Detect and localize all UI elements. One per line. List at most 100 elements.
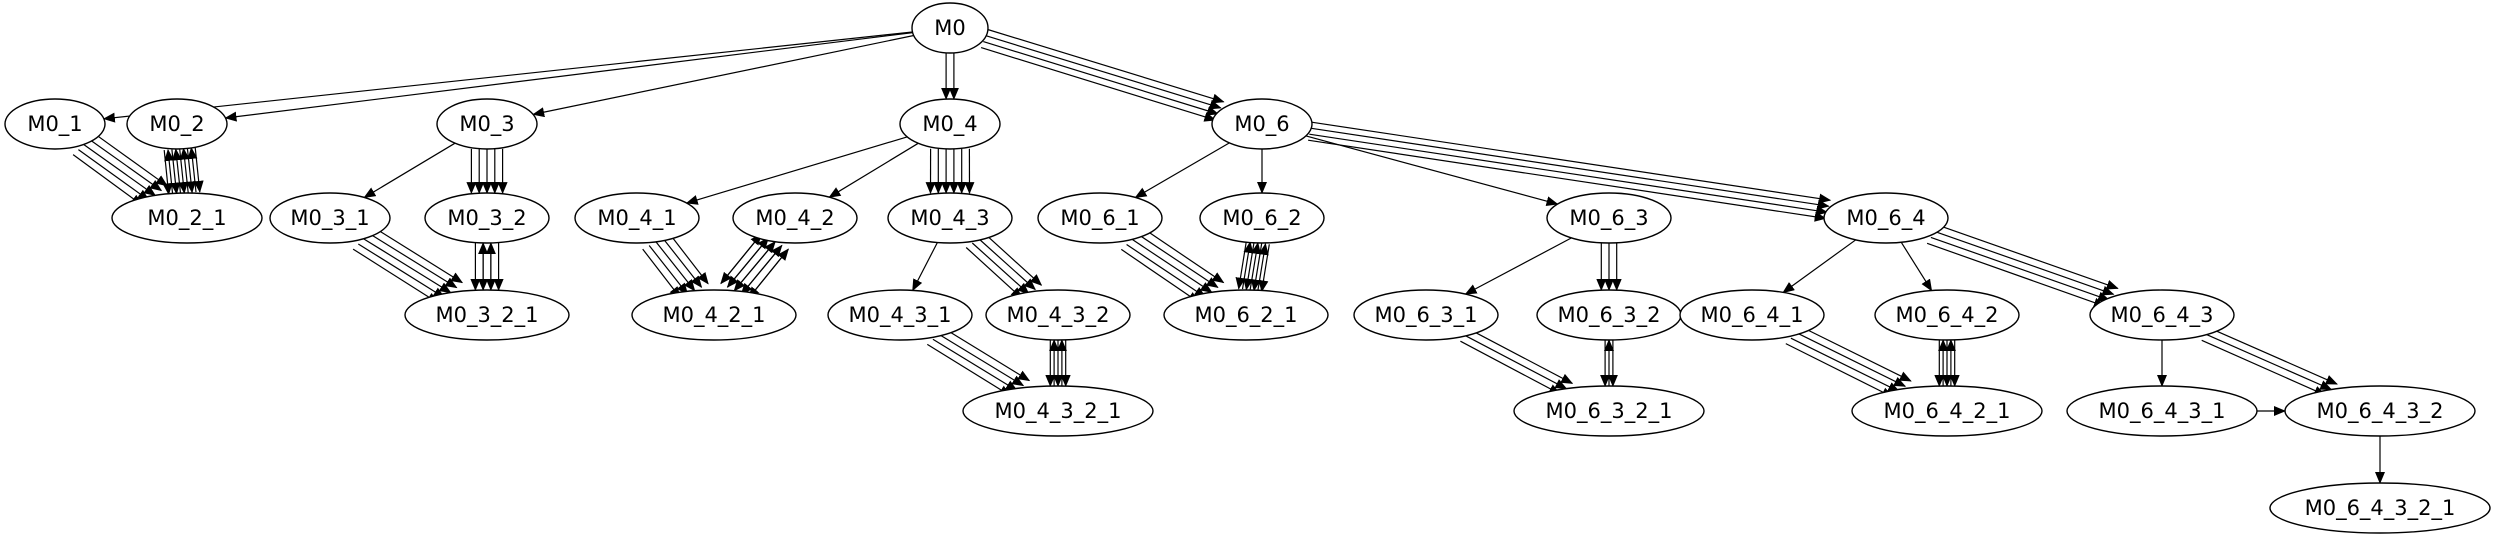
node-m0-6: M0_6 bbox=[1211, 98, 1313, 150]
edge-m0-6-to-m0-6-4 bbox=[1310, 127, 1830, 210]
node-label: M0_3_1 bbox=[290, 206, 369, 231]
edge-m0-4-3-to-m0-4-3-2 bbox=[978, 238, 1036, 291]
edge-m0-4-1-to-m0-4-2-1 bbox=[642, 248, 681, 299]
node-label: M0_6_4_3_2_1 bbox=[2305, 496, 2456, 521]
node-ellipse bbox=[424, 192, 550, 244]
edge-m0-4-1-to-m0-4-2-1 bbox=[669, 233, 709, 285]
edge-m0-6-4-1-to-m0-6-4-2-1 bbox=[1785, 343, 1894, 398]
node-label: M0_6_4_3_2 bbox=[2317, 399, 2444, 424]
node-ellipse bbox=[1163, 289, 1329, 341]
edge-m0-2-1-to-m0-2 bbox=[164, 148, 175, 194]
node-m0-6-1: M0_6_1 bbox=[1037, 192, 1163, 244]
edge-m0-2-1-to-m0-2 bbox=[187, 146, 198, 193]
node-m0-4-3-1: M0_4_3_1 bbox=[827, 289, 973, 341]
node-ellipse bbox=[2269, 482, 2491, 534]
node-m0-4-2: M0_4_2 bbox=[732, 192, 858, 244]
node-m0-4-3: M0_4_3 bbox=[887, 192, 1013, 244]
node-label: M0_4_1 bbox=[597, 206, 676, 231]
edge-m0-to-m0-1 bbox=[102, 31, 913, 123]
edge-m0-3-to-m0-3-1 bbox=[363, 142, 456, 199]
node-ellipse bbox=[269, 192, 391, 244]
edge-m0-6-to-m0-6-4 bbox=[1311, 121, 1832, 204]
node-m0-6-3-1: M0_6_3_1 bbox=[1353, 289, 1499, 341]
node-m0-3: M0_3 bbox=[436, 98, 538, 150]
node-m0-6-4-3-2-1: M0_6_4_3_2_1 bbox=[2269, 482, 2491, 534]
edge-m0-6-1-to-m0-6-2-1 bbox=[1131, 238, 1213, 293]
edge-m0-6-2-1-to-m0-6-2 bbox=[1249, 241, 1262, 291]
node-ellipse bbox=[111, 192, 263, 244]
node-m0-2: M0_2 bbox=[126, 98, 228, 150]
node-ellipse bbox=[899, 98, 1001, 150]
node-m0: M0 bbox=[911, 2, 989, 54]
edge-m0-3-1-to-m0-3-2-1 bbox=[352, 248, 439, 304]
node-label: M0_4_3_2_1 bbox=[995, 399, 1122, 424]
edge-m0-to-m0-6 bbox=[983, 41, 1220, 116]
node-ellipse bbox=[1211, 98, 1313, 150]
edge-m0-4-2-1-to-m0-4-2 bbox=[727, 237, 770, 288]
edge-m0-4-2-1-to-m0-4-2 bbox=[720, 233, 763, 284]
edge-m0-6-4-3-to-m0-6-4-3-2 bbox=[2201, 339, 2327, 396]
edge-m0-4-2-1-to-m0-4-2 bbox=[748, 248, 789, 299]
edge-m0-4-3-to-m0-4-3-2 bbox=[984, 233, 1043, 286]
node-label: M0_4_3_2 bbox=[1006, 303, 1109, 328]
edge-m0-3-1-to-m0-3-2-1 bbox=[368, 232, 458, 289]
node-ellipse bbox=[1546, 192, 1672, 244]
edge-m0-2-to-m0-2-1 bbox=[162, 150, 173, 196]
node-ellipse bbox=[827, 289, 973, 341]
node-m0-3-2: M0_3_2 bbox=[424, 192, 550, 244]
edge-m0-2-to-m0-2-1 bbox=[178, 148, 189, 194]
node-label: M0_6 bbox=[1234, 112, 1289, 137]
node-ellipse bbox=[2284, 385, 2476, 437]
edge-m0-6-3-1-to-m0-6-3-2-1 bbox=[1465, 335, 1568, 390]
edge-m0-4-to-m0-4-1 bbox=[685, 136, 908, 205]
node-ellipse bbox=[4, 98, 106, 150]
node-m0-3-1: M0_3_1 bbox=[269, 192, 391, 244]
edge-m0-6-4-to-m0-6-4-3 bbox=[1930, 236, 2111, 302]
edge-m0-6-4-to-m0-6-4-3 bbox=[1934, 230, 2115, 296]
node-label: M0_4_3_1 bbox=[848, 303, 951, 328]
edge-m0-6-3-1-to-m0-6-3-2-1 bbox=[1460, 340, 1561, 395]
node-label: M0_4 bbox=[922, 112, 977, 137]
edge-m0-4-3-to-m0-4-3-2 bbox=[971, 242, 1030, 295]
edge-m0-to-m0-2 bbox=[224, 32, 913, 122]
edge-m0-4-1-to-m0-4-2-1 bbox=[662, 237, 703, 288]
node-m0-6-3-2-1: M0_6_3_2_1 bbox=[1513, 385, 1705, 437]
edge-m0-6-2-to-m0-6-2-1 bbox=[1243, 242, 1255, 291]
node-m0-6-4-3: M0_6_4_3 bbox=[2089, 289, 2235, 341]
edge-m0-4-2-1-to-m0-4-2 bbox=[733, 240, 776, 292]
node-m0-6-3-2: M0_6_3_2 bbox=[1536, 289, 1682, 341]
node-m0-4: M0_4 bbox=[899, 98, 1001, 150]
edge-m0-6-4-to-m0-6-4-1 bbox=[1782, 239, 1857, 294]
edge-m0-6-4-to-m0-6-4-2 bbox=[1900, 241, 1933, 292]
edge-m0-6-2-to-m0-6-2-1 bbox=[1258, 244, 1270, 293]
edge-m0-3-1-to-m0-3-2-1 bbox=[357, 243, 446, 299]
edge-m0-4-3-1-to-m0-4-3-2-1 bbox=[938, 333, 1025, 387]
node-ellipse bbox=[962, 385, 1154, 437]
edge-m0-6-1-to-m0-6-2-1 bbox=[1126, 244, 1207, 298]
edge-m0-6-to-m0-6-4 bbox=[1308, 139, 1827, 222]
node-label: M0_1 bbox=[27, 112, 82, 137]
node-label: M0_6_4_2 bbox=[1895, 303, 1998, 328]
node-ellipse bbox=[2066, 385, 2258, 437]
edge-m0-2-to-m0-2-1 bbox=[185, 148, 196, 194]
node-ellipse bbox=[2089, 289, 2235, 341]
edge-m0-6-to-m0-6-4 bbox=[1309, 133, 1829, 216]
edge-m0-6-4-1-to-m0-6-4-2-1 bbox=[1795, 332, 1907, 387]
node-ellipse bbox=[732, 192, 858, 244]
edge-m0-2-1-to-m0-2 bbox=[179, 147, 190, 193]
node-label: M0_6_4 bbox=[1846, 206, 1925, 231]
node-ellipse bbox=[1353, 289, 1499, 341]
edge-m0-3-1-to-m0-3-2-1 bbox=[374, 227, 464, 284]
node-m0-6-4-3-2: M0_6_4_3_2 bbox=[2284, 385, 2476, 437]
node-ellipse bbox=[631, 289, 797, 341]
node-m0-6-4-1: M0_6_4_1 bbox=[1679, 289, 1825, 341]
edge-m0-to-m0-6 bbox=[985, 35, 1222, 110]
node-ellipse bbox=[436, 98, 538, 150]
edge-m0-4-1-to-m0-4-2-1 bbox=[655, 241, 696, 292]
node-ellipse bbox=[1037, 192, 1163, 244]
node-label: M0 bbox=[934, 16, 965, 40]
edge-m0-to-m0-6 bbox=[980, 47, 1217, 122]
edge-m0-4-1-to-m0-4-2-1 bbox=[648, 245, 689, 296]
node-label: M0_3 bbox=[459, 112, 514, 137]
